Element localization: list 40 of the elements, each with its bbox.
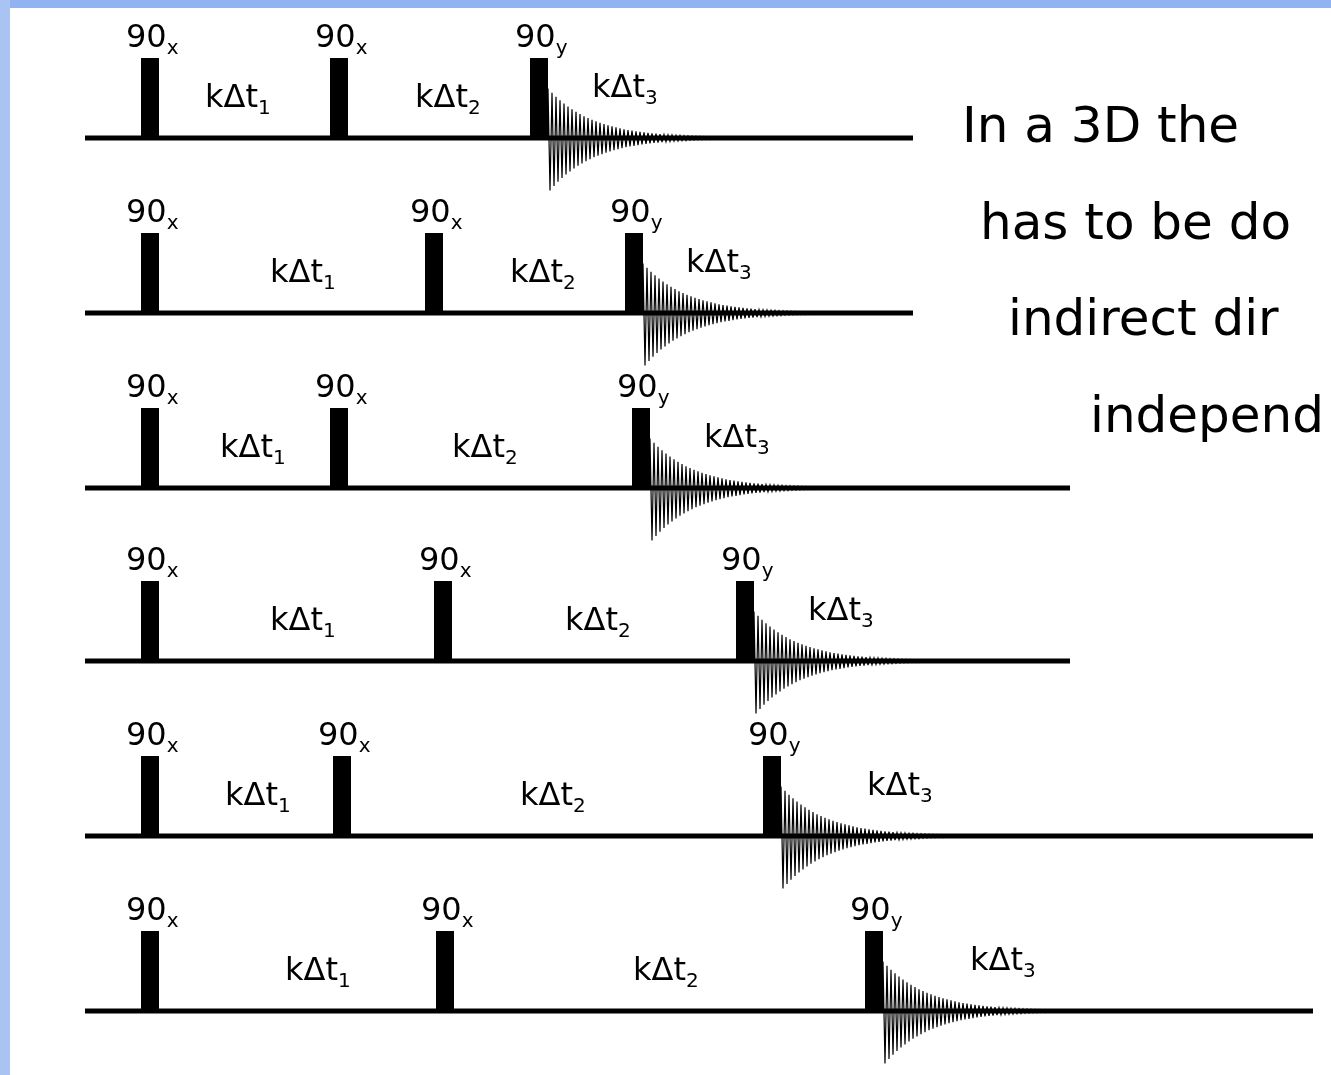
delay-label: kΔt$_{1}$ — [220, 428, 286, 472]
pulse-label: 90$_{x}$ — [410, 193, 463, 237]
pulse-label: 90$_{x}$ — [126, 716, 179, 760]
pulse-label: 90$_{x}$ — [315, 368, 368, 412]
pulse-label: 90$_{x}$ — [126, 193, 179, 237]
delay-label: kΔt$_{3}$ — [970, 941, 1036, 985]
delay-label: kΔt$_{3}$ — [808, 591, 874, 635]
delay-label: kΔt$_{3}$ — [867, 766, 933, 810]
pulse-label: 90$_{x}$ — [126, 18, 179, 62]
pulse-label: 90$_{x}$ — [126, 891, 179, 935]
pulse-label: 90$_{x}$ — [419, 541, 472, 585]
pulse-label: 90$_{y}$ — [748, 716, 801, 760]
pulse-label: 90$_{x}$ — [126, 368, 179, 412]
delay-label: kΔt$_{2}$ — [510, 253, 576, 297]
delay-label: kΔt$_{1}$ — [270, 601, 336, 645]
pulse-label: 90$_{x}$ — [315, 18, 368, 62]
delay-label: kΔt$_{2}$ — [565, 601, 631, 645]
delay-label: kΔt$_{2}$ — [633, 951, 699, 995]
pulse-label: 90$_{y}$ — [850, 891, 903, 935]
delay-label: kΔt$_{1}$ — [270, 253, 336, 297]
note-text: independ — [1090, 385, 1324, 445]
delay-label: kΔt$_{2}$ — [520, 776, 586, 820]
note-text: In a 3D the — [962, 95, 1240, 155]
pulse-label: 90$_{x}$ — [318, 716, 371, 760]
delay-label: kΔt$_{3}$ — [686, 243, 752, 287]
delay-label: kΔt$_{1}$ — [285, 951, 351, 995]
pulse-label: 90$_{y}$ — [610, 193, 663, 237]
delay-label: kΔt$_{2}$ — [415, 78, 481, 122]
pulse-label: 90$_{x}$ — [421, 891, 474, 935]
delay-label: kΔt$_{2}$ — [452, 428, 518, 472]
pulse-label: 90$_{x}$ — [126, 541, 179, 585]
delay-label: kΔt$_{1}$ — [225, 776, 291, 820]
pulse-label: 90$_{y}$ — [721, 541, 774, 585]
note-text: indirect dir — [1008, 288, 1279, 348]
pulse-label: 90$_{y}$ — [515, 18, 568, 62]
note-text: has to be do — [980, 192, 1292, 252]
delay-label: kΔt$_{3}$ — [704, 418, 770, 462]
pulse-label: 90$_{y}$ — [617, 368, 670, 412]
delay-label: kΔt$_{3}$ — [592, 68, 658, 112]
delay-label: kΔt$_{1}$ — [205, 78, 271, 122]
